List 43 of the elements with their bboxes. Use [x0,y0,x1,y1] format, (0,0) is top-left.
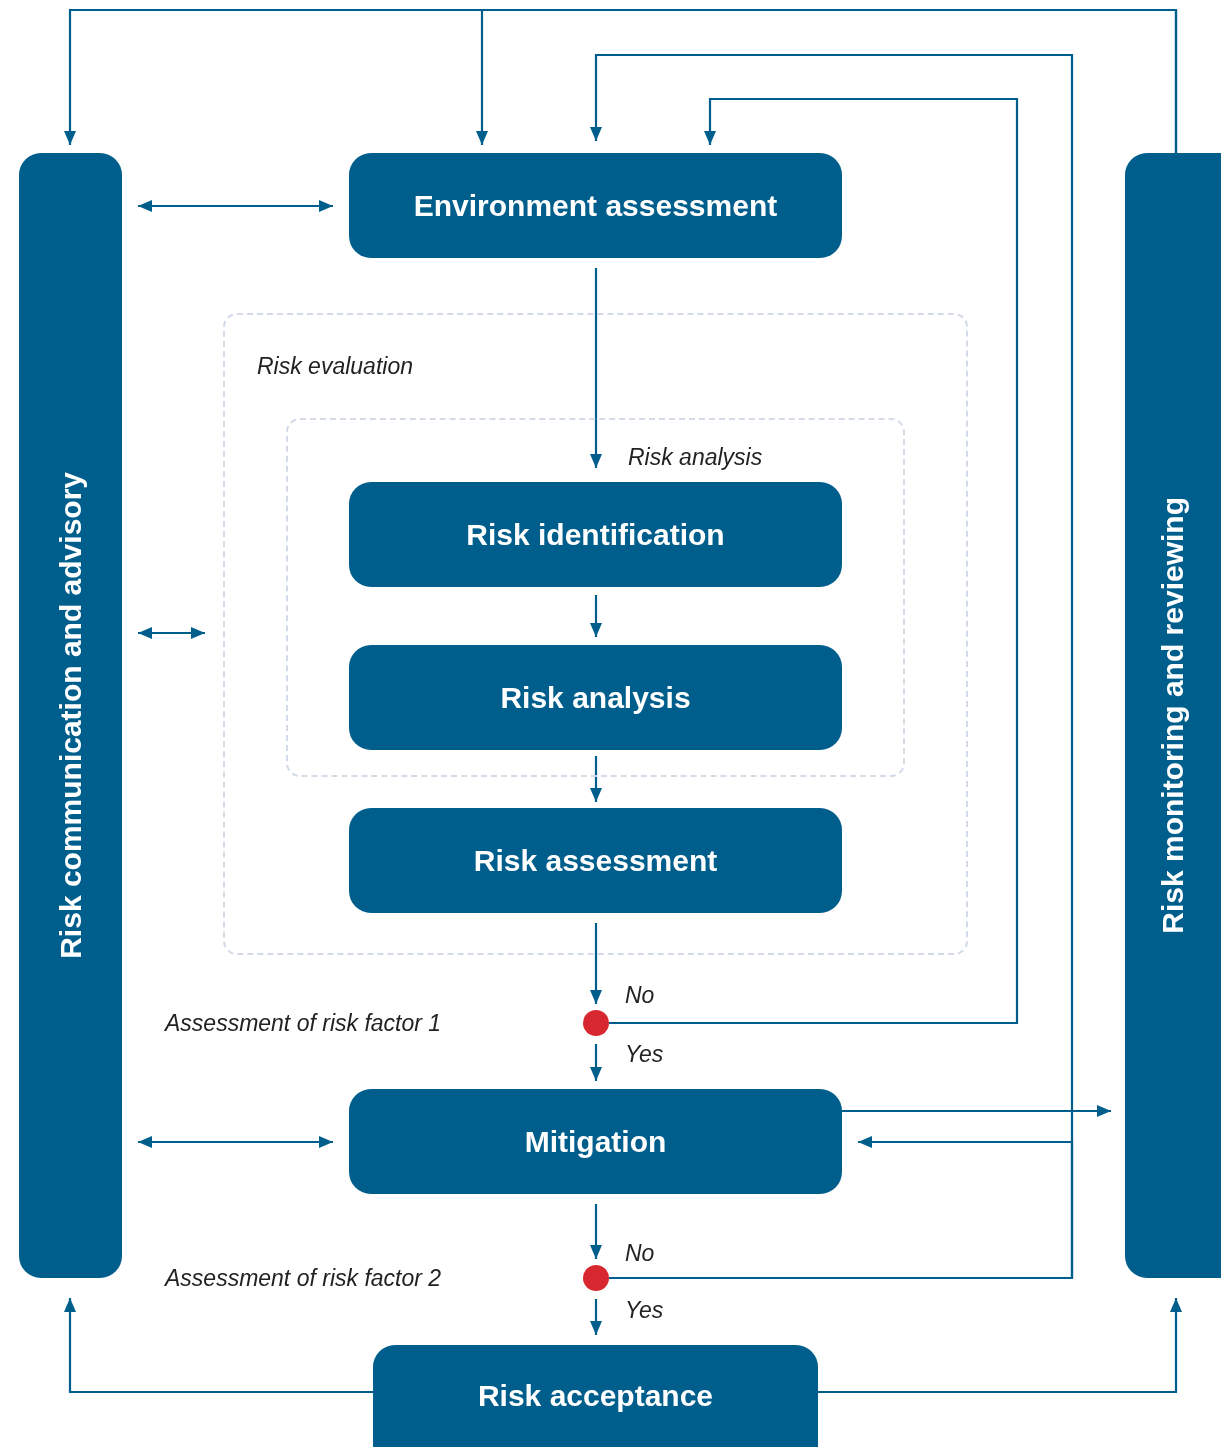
node-label: Risk assessment [473,843,718,878]
arrow [590,756,602,802]
node-label: Risk monitoring and reviewing [1156,497,1190,934]
arrow [590,268,602,468]
arrow [842,1105,1111,1117]
edge-label: No [625,1240,655,1267]
dashed-group [223,313,968,955]
process-box [349,1089,842,1194]
note-label: Assessment of risk factor 2 [165,1265,442,1292]
arrow [64,1298,373,1394]
arrow [590,595,602,637]
arrow [609,97,1019,1025]
arrow [138,200,333,212]
arrow [590,923,602,1004]
arrow [590,1204,602,1259]
arrow [138,627,205,639]
group-label: Risk analysis [628,444,763,471]
arrow [138,1136,333,1148]
arrow [590,1299,602,1335]
edge-label: Yes [625,1297,664,1324]
node-label: Risk communication and advisory [53,472,88,959]
node-label: Risk identification [466,517,725,552]
dashed-group [286,418,905,777]
arrow [590,1044,602,1081]
arrow [476,8,1178,153]
decision-dot [583,1010,609,1036]
note-label: Assessment of risk factor 1 [165,1010,442,1037]
node-label: Environment assessment [413,188,778,223]
side-bar [19,153,122,1278]
group-label: Risk evaluation [257,353,413,380]
process-box [349,153,842,258]
edge-label: Yes [625,1041,664,1068]
edge-label: No [625,982,655,1009]
process-box [373,1345,818,1447]
process-box [349,482,842,587]
decision-dot [583,1265,609,1291]
side-bar [1125,153,1221,1278]
node-label: Mitigation [524,1124,667,1159]
process-box [349,808,842,913]
arrow [818,1298,1182,1394]
process-box [349,645,842,750]
node-label: Risk acceptance [477,1379,714,1413]
node-label: Risk analysis [500,680,691,715]
